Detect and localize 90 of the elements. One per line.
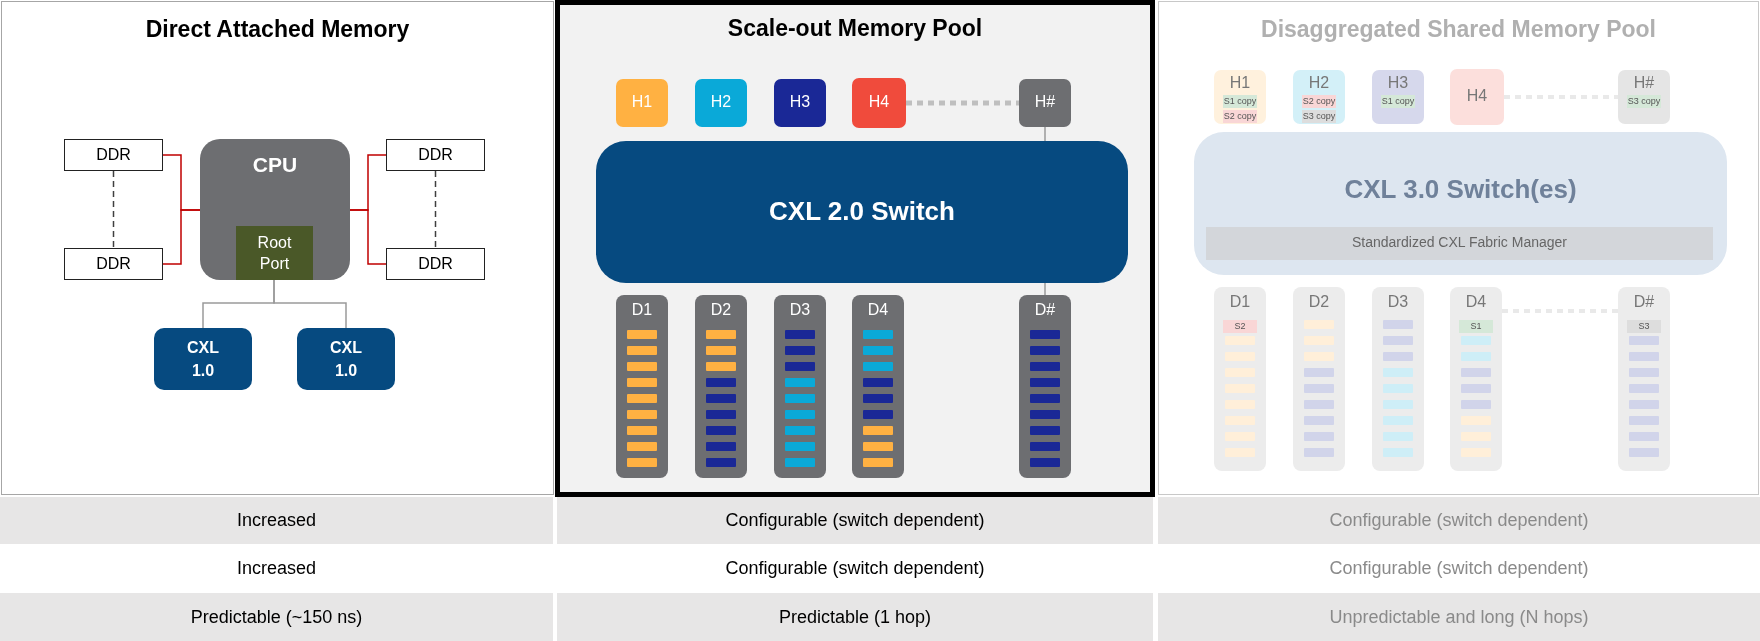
connector-line (1044, 282, 1046, 296)
table-cell: Configurable (switch dependent) (1158, 497, 1760, 544)
connector-line (273, 279, 347, 329)
connector-line (349, 209, 387, 265)
cpu-block (200, 139, 350, 280)
box-label: CXL 3.0 Switch(es) (1343, 174, 1578, 205)
box-label: D4 (866, 301, 890, 319)
box-label: CXL 2.0 Switch (768, 196, 956, 227)
memory-module-box (64, 139, 163, 171)
device-block (297, 328, 395, 390)
connector-line (162, 209, 201, 265)
box-label: H2 (1307, 74, 1331, 92)
box-label: H4 (1465, 87, 1489, 105)
host-block (852, 78, 906, 128)
box-label: D# (1033, 301, 1057, 319)
memory-device-column (1450, 287, 1502, 471)
memory-device-column (695, 295, 747, 478)
box-label: H3 (788, 93, 812, 111)
root-port-block (236, 226, 313, 280)
box-label: H4 (867, 93, 891, 111)
box-label: H# (1033, 93, 1057, 111)
switch-block (596, 141, 1128, 283)
panel-title: Direct Attached Memory (144, 16, 411, 43)
box-label: H# (1632, 74, 1656, 92)
device-block (154, 328, 252, 390)
box-label: D2 (1307, 293, 1331, 311)
host-block (1019, 79, 1071, 127)
host-block (1293, 70, 1345, 124)
box-label: DDR (96, 146, 131, 164)
memory-module-box (64, 248, 163, 280)
memory-device-column (1019, 295, 1071, 478)
table-cell: Increased (0, 497, 553, 544)
segment-tag: S1 copy (1223, 95, 1257, 108)
box-label: Root Port (256, 233, 293, 274)
box-label: D# (1632, 293, 1656, 311)
box-label: DDR (96, 255, 131, 273)
dashed-connector (434, 170, 437, 249)
host-block (774, 79, 826, 127)
connector-line (1044, 126, 1046, 142)
segment-tag: S3 copy (1627, 95, 1661, 108)
table-cell: Predictable (~150 ns) (0, 593, 553, 641)
box-label: DDR (418, 255, 453, 273)
box-label: D3 (788, 301, 812, 319)
table-cell: Unpredictable and long (N hops) (1158, 593, 1760, 641)
switch-block (1194, 132, 1727, 275)
host-block (695, 79, 747, 127)
panel-title: Scale-out Memory Pool (726, 15, 984, 42)
box-label: D3 (1386, 293, 1410, 311)
memory-device-column (1372, 287, 1424, 471)
box-label: H1 (630, 93, 654, 111)
memory-device-column (774, 295, 826, 478)
panel-card (1158, 1, 1759, 495)
memory-device-column (616, 295, 668, 478)
dashed-connector (112, 170, 115, 249)
box-label: H1 (1228, 74, 1252, 92)
box-label: H3 (1386, 74, 1410, 92)
panel-title: Disaggregated Shared Memory Pool (1260, 16, 1657, 43)
table-cell: Predictable (1 hop) (557, 593, 1153, 641)
memory-module-box (386, 248, 485, 280)
dashed-connector (906, 100, 1019, 106)
box-label: Standardized CXL Fabric Manager (1350, 234, 1568, 250)
segment-tag: S2 (1223, 320, 1257, 333)
panel-card (1, 1, 554, 495)
host-block (1618, 70, 1670, 124)
memory-device-column (1293, 287, 1345, 471)
box-label: H2 (709, 93, 733, 111)
segment-tag: S3 copy (1302, 110, 1336, 123)
host-block (616, 79, 668, 127)
host-block (1214, 70, 1266, 124)
panel-card (555, 0, 1155, 497)
box-label: CXL 1.0 (186, 338, 220, 381)
box-label: D2 (709, 301, 733, 319)
box-label: DDR (418, 146, 453, 164)
segment-tag: S1 copy (1381, 95, 1415, 108)
segment-tag: S2 copy (1223, 110, 1257, 123)
segment-tag: S1 (1459, 320, 1493, 333)
box-label: D1 (630, 301, 654, 319)
memory-module-box (386, 139, 485, 171)
segment-tag: S2 copy (1302, 95, 1336, 108)
box-label: D4 (1464, 293, 1488, 311)
table-cell: Configurable (switch dependent) (557, 497, 1153, 544)
memory-device-column (1214, 287, 1266, 471)
host-block (1450, 69, 1504, 125)
segment-tag: S3 (1627, 320, 1661, 333)
host-block (1372, 70, 1424, 124)
box-label: CXL 1.0 (329, 338, 363, 381)
box-label: CPU (251, 153, 299, 177)
memory-device-column (1618, 287, 1670, 471)
box-label: D1 (1228, 293, 1252, 311)
memory-device-column (852, 295, 904, 478)
